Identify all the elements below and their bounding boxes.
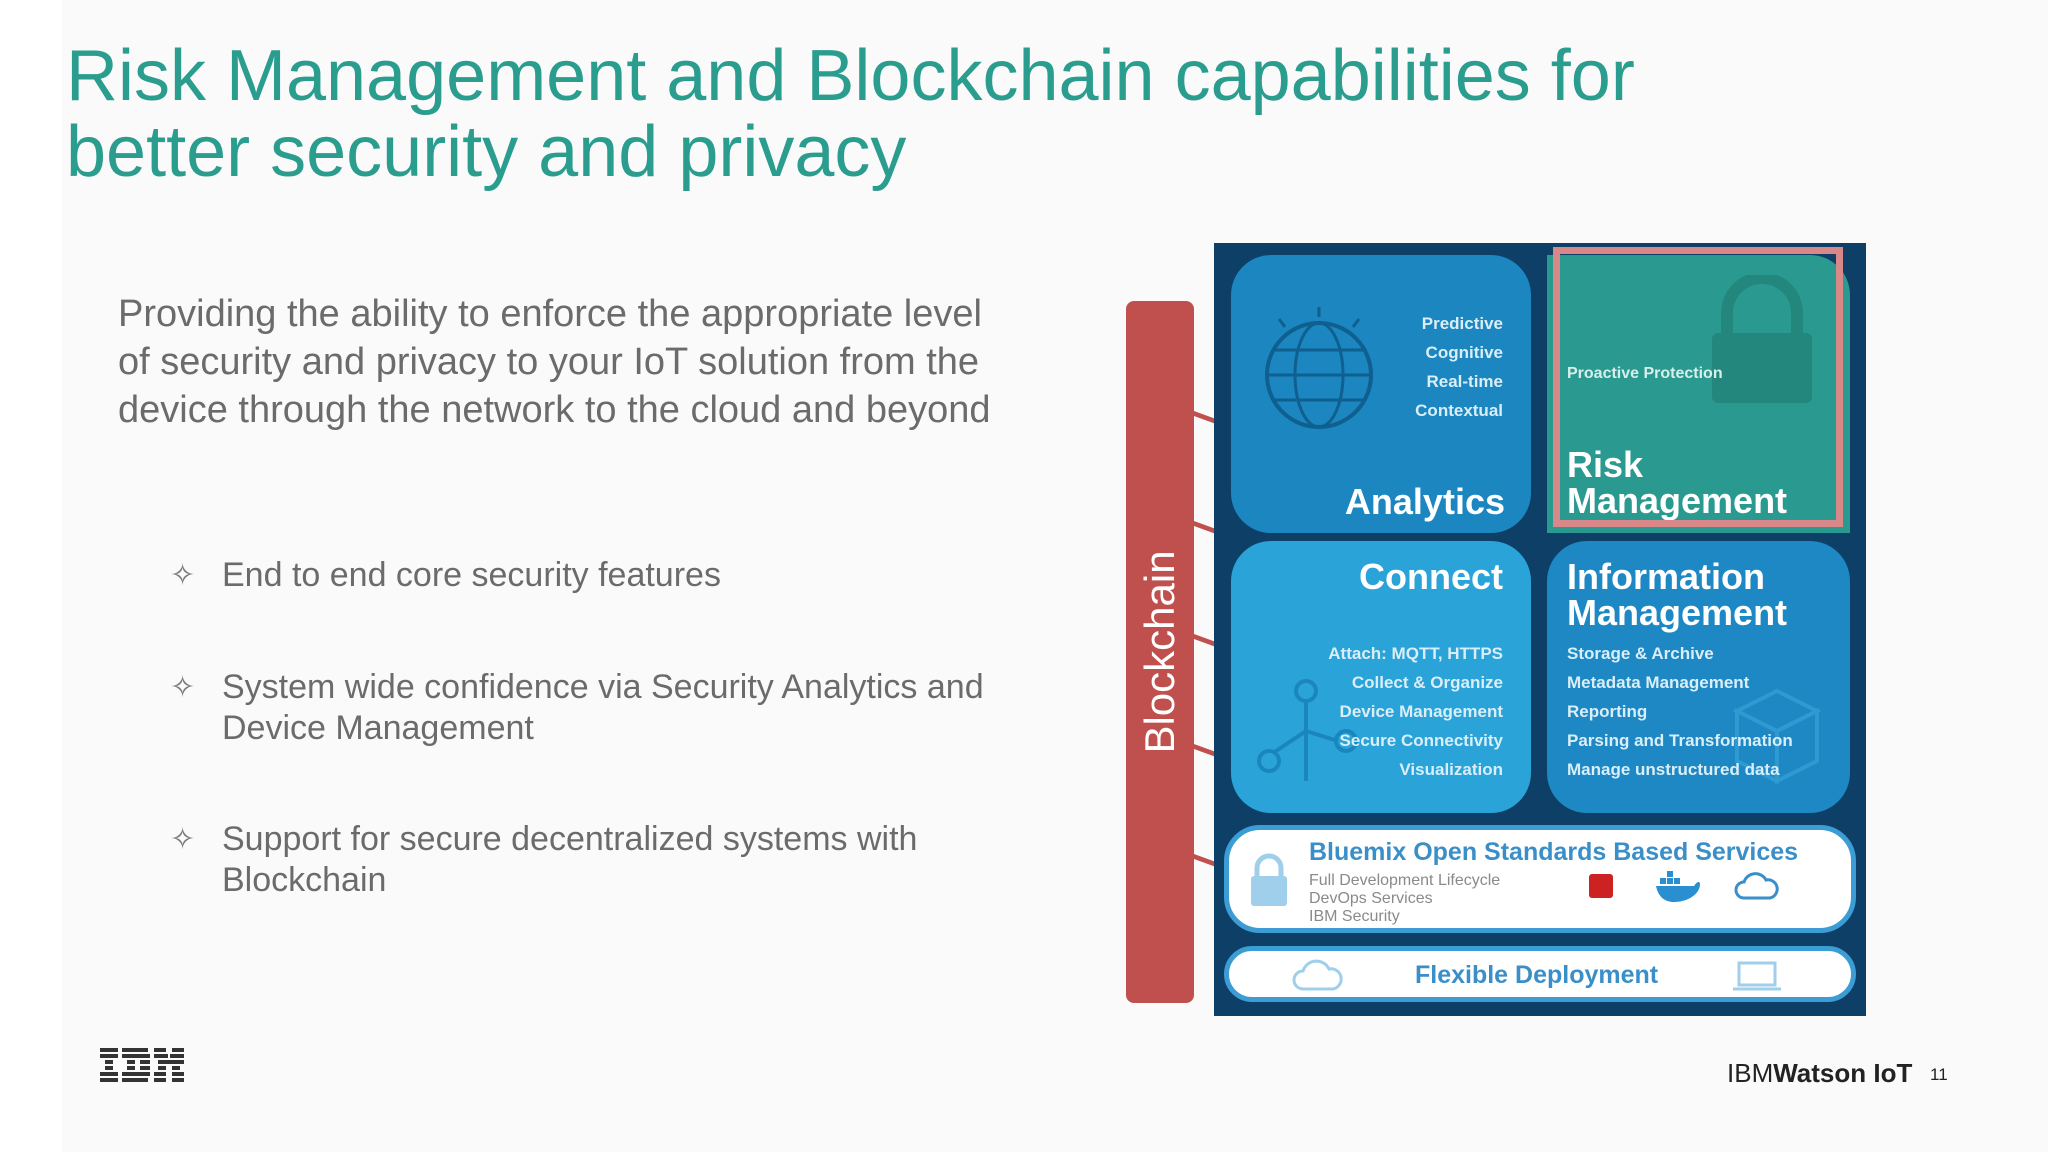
connect-item: Secure Connectivity [1339, 731, 1503, 750]
globe-network-icon [1265, 307, 1373, 429]
capabilities-diagram: Predictive Cognitive Real-time Contextua… [1214, 243, 1866, 1016]
flexible-deployment-pill: Flexible Deployment [1224, 946, 1856, 1002]
connect-item: Attach: MQTT, HTTPS [1328, 644, 1503, 663]
laptop-icon [1733, 961, 1781, 991]
services-line: IBM Security [1309, 908, 1400, 925]
bluemix-services-pill: Bluemix Open Standards Based Services Fu… [1224, 825, 1856, 933]
blockchain-label: Blockchain [1136, 550, 1183, 754]
bullet-text: System wide confidence via Security Anal… [222, 668, 984, 747]
cloud-icon [1292, 959, 1343, 991]
connect-title: Connect [1359, 556, 1503, 597]
analytics-item: Cognitive [1425, 343, 1503, 362]
four-point-star-icon: ✧ [170, 559, 196, 592]
network-nodes-icon [1257, 679, 1358, 781]
info-item: Storage & Archive [1567, 644, 1714, 663]
info-item: Manage unstructured data [1567, 760, 1780, 779]
analytics-item: Predictive [1421, 314, 1503, 333]
risk-management-tile: Proactive Protection Risk Management [1547, 255, 1850, 533]
risk-title-line2: Management [1567, 480, 1788, 521]
information-management-tile: Information Management Storage & Archive… [1547, 541, 1850, 813]
info-title-line1: Information [1567, 556, 1765, 597]
risk-highlight-frame [1553, 247, 1843, 527]
cubes-icon [1732, 688, 1822, 785]
bullet-text: End to end core security features [222, 556, 721, 594]
padlock-icon [1712, 275, 1812, 403]
openshift-logo [1589, 874, 1613, 898]
analytics-tile: Predictive Cognitive Real-time Contextua… [1231, 255, 1531, 533]
info-item: Reporting [1567, 702, 1648, 721]
connect-item: Collect & Organize [1351, 673, 1503, 692]
deployment-title: Flexible Deployment [1415, 961, 1659, 989]
risk-subtitle: Proactive Protection [1567, 365, 1723, 382]
info-item: Parsing and Transformation [1567, 731, 1793, 750]
four-point-star-icon: ✧ [170, 671, 196, 704]
connect-item: Visualization [1399, 760, 1503, 779]
analytics-title: Analytics [1344, 481, 1505, 522]
docker-whale-icon [1656, 871, 1700, 902]
ibm-logo [100, 1048, 184, 1082]
services-line: Full Development Lifecycle [1309, 872, 1501, 889]
brand-light: IBM [1727, 1058, 1774, 1088]
analytics-item: Real-time [1426, 372, 1503, 391]
blockchain-bar [1126, 301, 1194, 1003]
analytics-item: Contextual [1415, 401, 1503, 420]
cloud-foundry-icon [1734, 872, 1779, 900]
info-item: Metadata Management [1567, 673, 1750, 692]
services-title: Bluemix Open Standards Based Services [1309, 838, 1799, 866]
risk-title-line1: Risk [1567, 444, 1644, 485]
brand-bold: Watson IoT [1773, 1058, 1913, 1088]
bullet-text: Support for secure decentralized systems… [222, 820, 918, 899]
slide-title: Risk Management and Blockchain capabilit… [66, 36, 1635, 192]
connect-tile: Connect Attach: MQTT, HTTPS Collect & Or… [1231, 541, 1531, 813]
page-number: 11 [1930, 1065, 1948, 1084]
info-title-line2: Management [1567, 592, 1788, 633]
padlock-icon [1251, 853, 1287, 906]
watson-iot-brand: IBMWatson IoT [1727, 1058, 1912, 1089]
intro-paragraph: Providing the ability to enforce the app… [118, 293, 991, 431]
services-line: DevOps Services [1309, 890, 1433, 907]
connect-item: Device Management [1339, 702, 1503, 721]
four-point-star-icon: ✧ [170, 823, 196, 856]
